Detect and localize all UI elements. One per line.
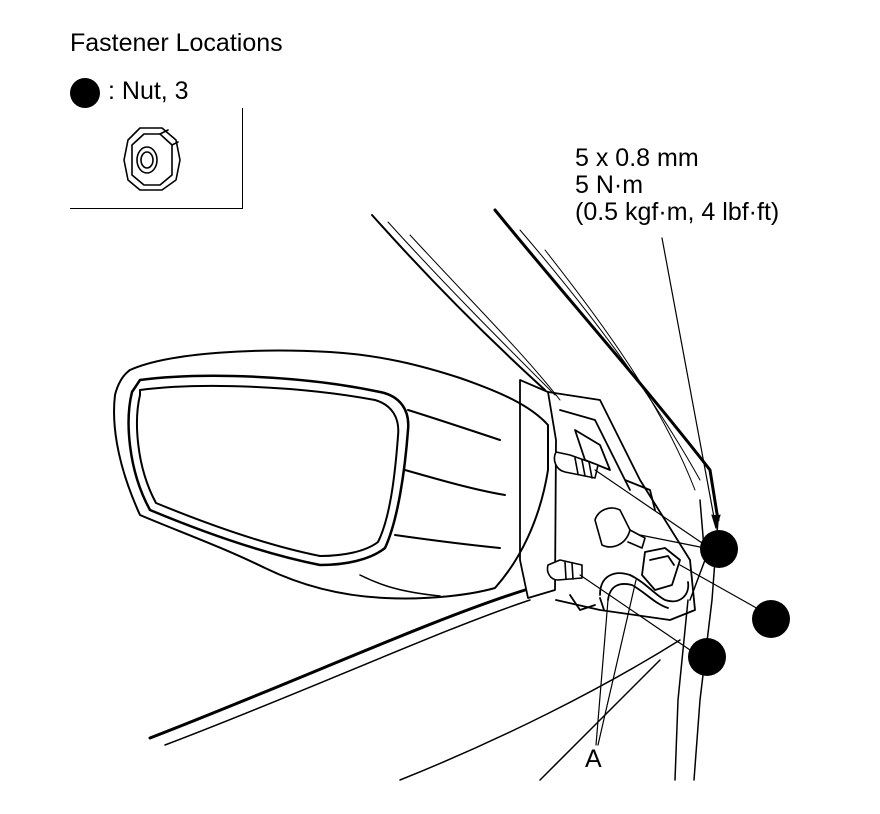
connector-label: A: [585, 745, 602, 773]
legend-title: Fastener Locations: [70, 29, 283, 57]
mirror-housing: [113, 349, 549, 600]
nut-icon: [123, 127, 181, 191]
nut-marker: [752, 600, 790, 638]
mirror-base: [519, 379, 696, 621]
legend-frame: [70, 108, 243, 209]
torque-spec: 5 x 0.8 mm 5 N·m (0.5 kgf·m, 4 lbf·ft): [575, 145, 779, 226]
leader-lines: [579, 237, 761, 746]
stud-bolts: [546, 451, 646, 581]
nut-symbol-dot: [70, 78, 100, 108]
nut-marker: [688, 638, 726, 676]
harness-connector: [569, 547, 690, 611]
spec-torque-nm: 5 N·m: [575, 171, 644, 199]
nut-marker: [700, 530, 738, 568]
spec-torque-alt: (0.5 kgf·m, 4 lbf·ft): [575, 198, 780, 226]
door-frame: [148, 208, 720, 781]
spec-size: 5 x 0.8 mm: [575, 144, 699, 172]
legend-symbol-text: : Nut, 3: [108, 77, 189, 105]
